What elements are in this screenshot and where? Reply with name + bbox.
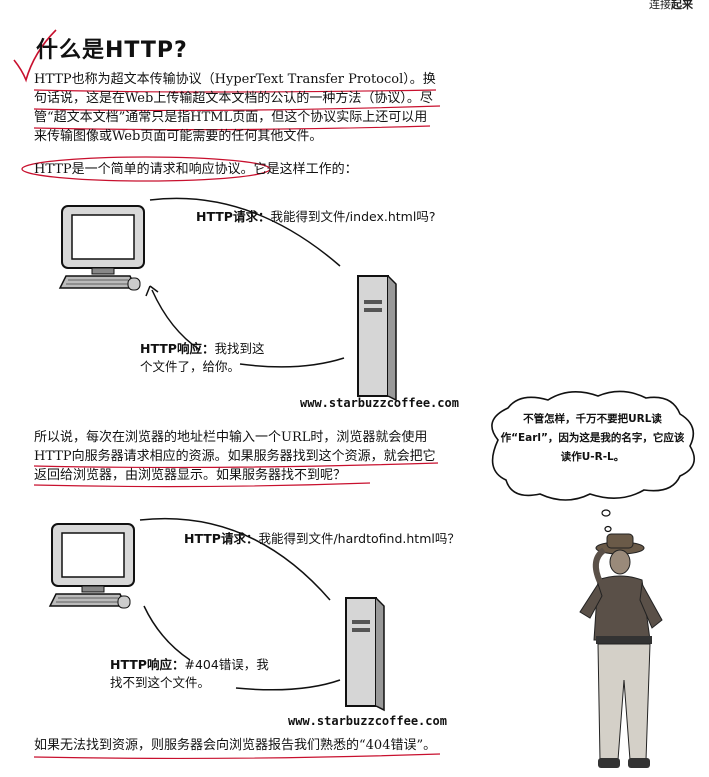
curved-arrow-icon — [149, 197, 341, 267]
annotation-underline — [33, 125, 431, 131]
bottom-paragraph: 如果无法找到资源，则服务器会向浏览器报告我们熟悉的“404错误”。 — [34, 738, 437, 753]
server-url: www.starbuzzcoffee.com — [300, 396, 459, 410]
thought-bubble-text: 不管怎样，千万不要把URL读作“Earl”，因为这是我的名字，它应该读作U-R-… — [500, 413, 685, 463]
annotation-underline — [33, 462, 439, 469]
curved-arrow-icon — [151, 289, 201, 351]
simple-protocol-paragraph: HTTP是一个简单的请求和响应协议。它是这样工作的： — [34, 162, 358, 177]
response-label: HTTP响应：我找到这个文件了，给你。 — [140, 341, 265, 374]
page-header-corner: 连接起来 — [649, 0, 693, 11]
server-icon — [345, 597, 385, 712]
curved-arrow-icon — [143, 605, 191, 661]
annotation-circle — [21, 156, 271, 182]
middle-paragraph: 所以说，每次在浏览器的地址栏中输入一个URL时，浏览器就会使用HTTP向服务器请… — [34, 430, 436, 483]
computer-icon — [48, 523, 135, 609]
intro-paragraph: HTTP也称为超文本传输协议（HyperText Transfer Protoc… — [34, 72, 436, 144]
cowboy-figure — [579, 533, 663, 768]
server-icon — [357, 275, 397, 402]
annotation-underline — [33, 753, 441, 760]
request-label: HTTP请求：我能得到文件/hardtofind.html吗？ — [184, 531, 460, 546]
thought-bubble-icon — [491, 390, 696, 501]
response-label: HTTP响应：#404错误，我找不到这个文件。 — [110, 657, 269, 690]
annotation-underline — [33, 89, 437, 93]
request-label: HTTP请求：我能得到文件/index.html吗? — [196, 209, 436, 224]
annotation-underline — [33, 105, 441, 112]
check-mark-icon — [13, 29, 57, 83]
curved-arrow-icon — [139, 517, 331, 601]
server-url: www.starbuzzcoffee.com — [288, 714, 447, 728]
curved-arrow-icon — [235, 679, 341, 691]
curved-arrow-icon — [239, 357, 345, 368]
page-title: 什么是HTTP? — [36, 38, 188, 63]
annotation-underline — [33, 482, 371, 488]
computer-icon — [58, 205, 145, 291]
